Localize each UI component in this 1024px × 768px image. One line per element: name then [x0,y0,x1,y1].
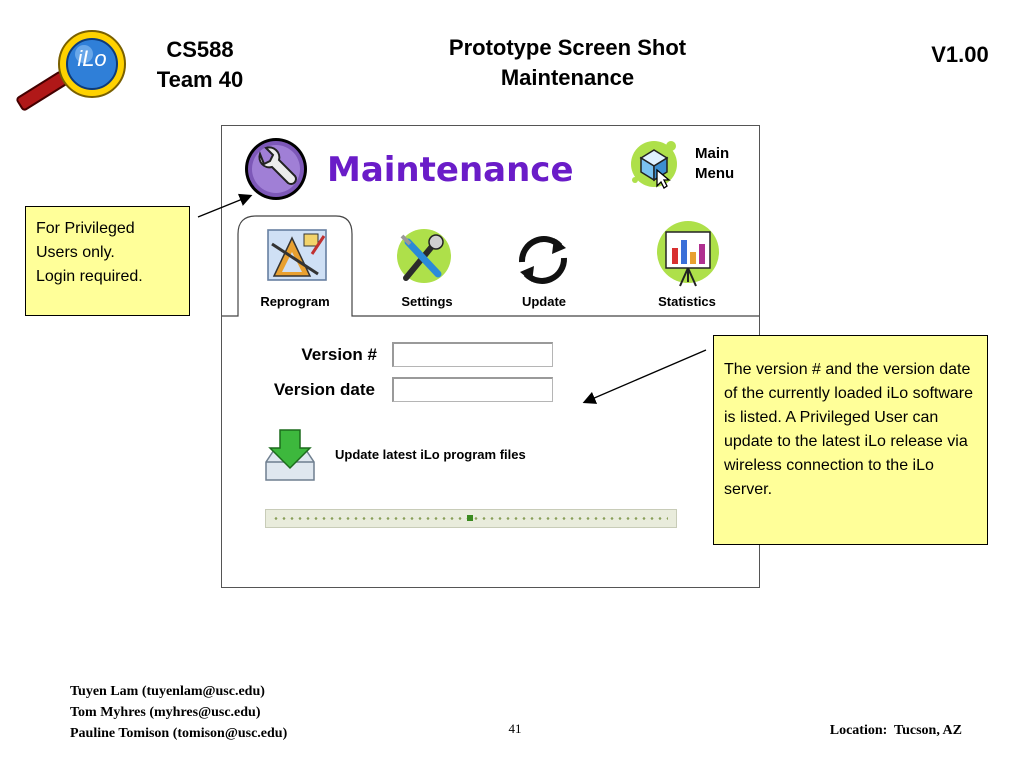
logo-text: iLo [77,46,107,71]
prototype-screen: Maintenance Main Menu Re [221,125,760,588]
tab-settings[interactable]: Settings [372,220,482,316]
course-line1: CS588 [166,37,234,62]
tab-outline [222,215,759,317]
slide-title: Prototype Screen Shot Maintenance [400,33,735,93]
privileged-note-line3: Login required. [36,268,143,285]
slide-title-line1: Prototype Screen Shot [448,35,687,60]
page-number: 41 [508,721,522,736]
slide-title-line2: Maintenance [500,65,635,90]
course-label: CS588 Team 40 [130,35,270,95]
main-menu-button[interactable]: Main Menu [627,134,757,194]
tab-reprogram[interactable]: Reprogram [238,220,352,316]
tab-reprogram-label: Reprogram [260,294,330,309]
author-list: Tuyen Lam (tuyenlam@usc.edu) Tom Myhres … [70,681,410,744]
wrench-icon [245,138,307,200]
version-arrow [582,349,707,404]
course-line2: Team 40 [156,67,244,92]
update-download-button[interactable] [262,426,318,486]
magnifier-icon [16,30,126,111]
refresh-icon [519,236,567,284]
privileged-arrow [197,193,253,218]
wrench-screwdriver-icon [397,229,451,283]
drafting-tools-icon [267,229,327,281]
version-date-field[interactable] [392,377,553,402]
author-1: Tuyen Lam (tuyenlam@usc.edu) [70,684,265,699]
home-cube-icon [631,141,677,189]
main-menu-label: Main Menu [695,144,734,184]
tab-update[interactable]: Update [492,220,596,316]
tab-update-label: Update [521,294,567,309]
ilo-logo: iLo [14,28,134,112]
privileged-users-note: For Privileged Users only. Login require… [25,206,190,316]
author-2: Tom Myhres (myhres@usc.edu) [70,705,261,720]
version-label: V1.00 [931,42,989,67]
maintenance-icon [238,136,314,202]
tab-statistics-label: Statistics [658,294,716,309]
location-label: Location: Tucson, AZ [829,723,962,738]
version-date-label: Version date [273,380,375,399]
author-3: Pauline Tomison (tomison@usc.edu) [70,726,288,741]
version-number-field[interactable] [392,342,553,367]
privileged-note-line2: Users only. [36,244,115,261]
main-menu-line1: Main [695,145,730,162]
download-tray-icon [265,429,315,481]
privileged-note-line1: For Privileged [36,220,135,237]
update-progress-bar [265,509,677,528]
version-info-text: The version # and the version date of th… [724,361,974,498]
version-number-label: Version # [301,345,377,364]
progress-marker [467,515,473,521]
tab-statistics[interactable]: Statistics [632,220,742,316]
tab-settings-label: Settings [401,294,453,309]
screen-title: Maintenance [327,150,574,190]
version-info-note: The version # and the version date of th… [713,335,988,545]
main-menu-line2: Menu [695,165,735,182]
easel-chart-icon [657,221,719,287]
update-label: Update latest iLo program files [335,447,526,462]
